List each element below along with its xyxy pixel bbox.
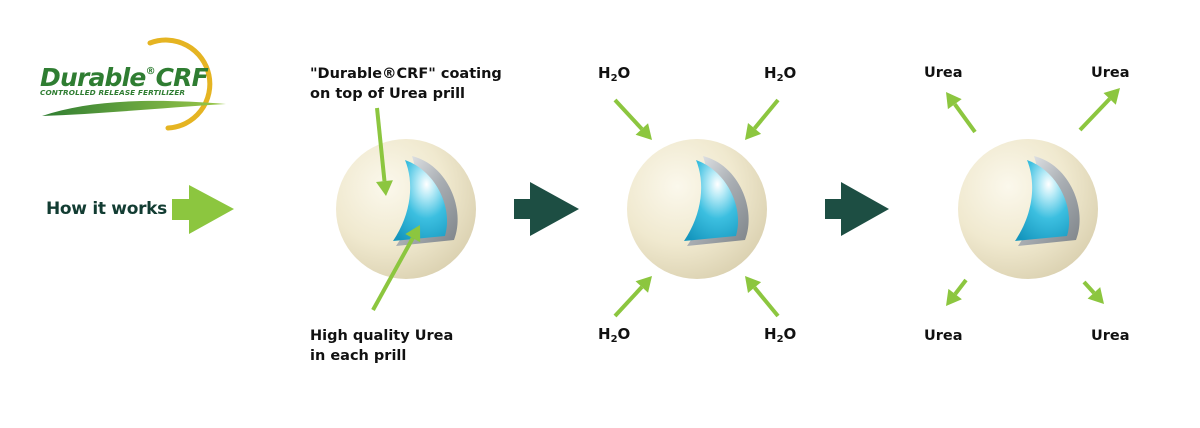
stage-arrow-2 xyxy=(825,182,889,236)
arrow-water-in-top-right-head xyxy=(745,123,762,140)
arrow-coating-pointer xyxy=(375,107,393,196)
prill-urea-core xyxy=(1015,160,1070,241)
arrow-water-in-top-right xyxy=(745,98,780,140)
logo-wordmark: Durable®CRF xyxy=(40,63,209,92)
arrow-urea-out-top-right xyxy=(1078,88,1120,132)
prill-coating xyxy=(958,139,1098,279)
water-label-top-left: H2O xyxy=(598,64,631,84)
prill-coating xyxy=(336,139,476,279)
urea-out-label-bottom-left: Urea xyxy=(924,328,963,344)
arrow-water-in-top-left-shaft xyxy=(613,98,644,131)
prill-stage-1 xyxy=(336,139,476,279)
arrow-water-in-top-right-shaft xyxy=(753,98,780,130)
arrow-coating-pointer-shaft xyxy=(375,107,387,182)
arrow-urea-out-bottom-left-head xyxy=(946,288,962,306)
prill-stage-3 xyxy=(958,139,1098,279)
arrow-water-in-bottom-right-head xyxy=(745,276,762,293)
intro-arrow xyxy=(172,185,234,234)
urea-out-label-top-right: Urea xyxy=(1091,65,1130,81)
logo-tagline: CONTROLLED RELEASE FERTILIZER xyxy=(40,88,186,97)
arrow-water-in-bottom-left-shaft xyxy=(613,285,644,318)
intro-label: How it works xyxy=(46,199,167,219)
coating-label-line-1: "Durable®CRF" coating xyxy=(310,66,502,82)
water-label-bottom-right: H2O xyxy=(764,325,797,345)
arrow-coating-pointer-head xyxy=(376,180,393,196)
flow-arrows xyxy=(371,88,1120,318)
stage-arrow-1 xyxy=(514,182,579,236)
arrow-urea-out-bottom-left xyxy=(946,278,968,306)
coating-label-line-2: on top of Urea prill xyxy=(310,86,466,102)
arrow-urea-out-bottom-left-shaft xyxy=(953,278,968,296)
water-label-bottom-left: H2O xyxy=(598,325,631,345)
prill-coating xyxy=(627,139,767,279)
urea-label-line-1: High quality Urea xyxy=(310,328,454,344)
arrow-urea-out-top-left xyxy=(946,92,977,134)
arrow-water-in-top-left xyxy=(613,98,652,140)
arrow-urea-out-bottom-right-shaft xyxy=(1082,280,1096,295)
urea-out-label-bottom-right: Urea xyxy=(1091,328,1130,344)
prill-urea-core xyxy=(684,160,739,241)
arrow-water-in-bottom-left-head xyxy=(635,276,652,293)
arrow-urea-out-bottom-right xyxy=(1082,280,1104,304)
logo-ring xyxy=(147,37,213,131)
arrow-urea-out-bottom-right-head xyxy=(1087,287,1104,304)
prill-urea-core xyxy=(393,160,448,241)
arrow-water-in-bottom-right-shaft xyxy=(753,286,780,318)
urea-out-label-top-left: Urea xyxy=(924,65,963,81)
arrow-water-in-top-left-head xyxy=(635,123,652,140)
logo-swoosh xyxy=(42,100,226,116)
arrow-urea-out-top-right-head xyxy=(1103,88,1120,105)
arrow-water-in-bottom-right xyxy=(745,276,780,318)
arrow-urea-pointer-shaft xyxy=(371,237,415,311)
water-label-top-right: H2O xyxy=(764,64,797,84)
urea-label-line-2: in each prill xyxy=(310,348,407,364)
arrow-urea-out-top-left-head xyxy=(946,92,962,110)
arrow-urea-out-top-right-shaft xyxy=(1078,97,1112,132)
arrow-urea-pointer xyxy=(371,225,421,311)
arrow-urea-pointer-head xyxy=(405,225,421,243)
arrow-water-in-bottom-left xyxy=(613,276,652,318)
arrow-urea-out-top-left-shaft xyxy=(953,102,977,134)
prill-stage-2 xyxy=(627,139,767,279)
